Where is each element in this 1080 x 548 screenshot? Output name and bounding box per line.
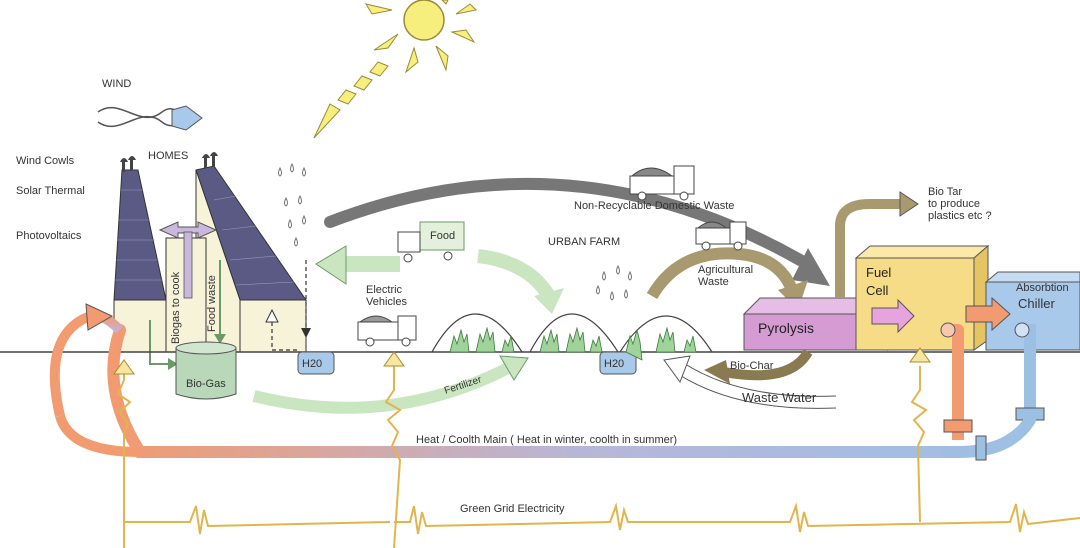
wind-icon: [97, 105, 203, 131]
heat-flow-arrow-icon: [965, 296, 1011, 332]
agricultural-waste-label: Agricultural Waste: [698, 264, 754, 288]
biogas-tank-icon: [175, 341, 237, 400]
bio-tar-arrow-icon: [835, 191, 919, 298]
water-up-arrow-icon: [265, 308, 279, 323]
bio-char-label: Bio-Char: [730, 360, 774, 372]
gas-flow-arrow-icon: [871, 298, 915, 334]
solar-thermal-label: Solar Thermal: [16, 185, 85, 197]
homes-icon: [113, 152, 307, 353]
rain-icon: [278, 162, 632, 301]
bio-tar-label: Bio Tar to produce plastics etc ?: [928, 186, 992, 222]
non-recyclable-waste-label: Non-Recyclable Domestic Waste: [574, 200, 735, 212]
heat-coolth-main-label: Heat / Coolth Main ( Heat in winter, coo…: [416, 434, 678, 446]
fuel-cell-icon: [854, 244, 990, 351]
chiller-label: Chiller: [1018, 296, 1055, 311]
homes-label: HOMES: [148, 150, 189, 162]
water-arrow-head-icon: [301, 328, 311, 338]
sun-ray-icon: [313, 61, 389, 139]
heat-coolth-main-pipe: [49, 303, 1036, 461]
electric-vehicles-label: Electric Vehicles: [366, 284, 407, 308]
biogas-flow-arrow-icon: [149, 260, 226, 370]
electric-up-arrow-icon: [113, 347, 931, 375]
green-grid-electricity-label: Green Grid Electricity: [460, 503, 565, 515]
farm-truck-icon: [695, 221, 747, 251]
urban-farm-label: URBAN FARM: [548, 236, 621, 248]
wind-label: WIND: [102, 78, 132, 90]
absorption-label: Absorbtion: [1016, 282, 1069, 294]
electric-grid-line: [116, 366, 1080, 548]
biogas-to-cook-label: Biogas to cook: [170, 271, 182, 344]
waste-water-arrow-icon: [663, 355, 837, 409]
food-flow-arrow-icon: [315, 245, 564, 314]
sun-icon: [364, 0, 478, 74]
crop-plants-icon: [449, 326, 697, 361]
water-flow-arrow-icon: [271, 260, 307, 351]
fertilizer-arrow-icon: [252, 355, 529, 414]
food-label: Food: [430, 230, 456, 242]
waste-water-label: Waste Water: [742, 390, 817, 405]
h2o-right-label: H20: [604, 358, 625, 370]
bio-gas-label: Bio-Gas: [186, 378, 226, 390]
wind-cowls-label: Wind Cowls: [16, 155, 75, 167]
electric-vehicle-icon: [357, 315, 417, 347]
photovoltaics-label: Photovoltaics: [16, 230, 82, 242]
h2o-tank-left-icon: [297, 351, 335, 375]
bio-char-arrow-icon: [704, 349, 813, 384]
h2o-left-label: H20: [302, 358, 323, 370]
fuel-cell-label: Fuel Cell: [866, 265, 892, 298]
food-waste-label: Food waste: [206, 275, 218, 332]
pyrolysis-label: Pyrolysis: [758, 320, 815, 336]
food-truck-icon: [397, 221, 465, 263]
home-exchange-arrow-icon: [158, 221, 218, 299]
garbage-truck-icon: [629, 165, 695, 201]
heating-pipe-icon: [940, 322, 1045, 440]
